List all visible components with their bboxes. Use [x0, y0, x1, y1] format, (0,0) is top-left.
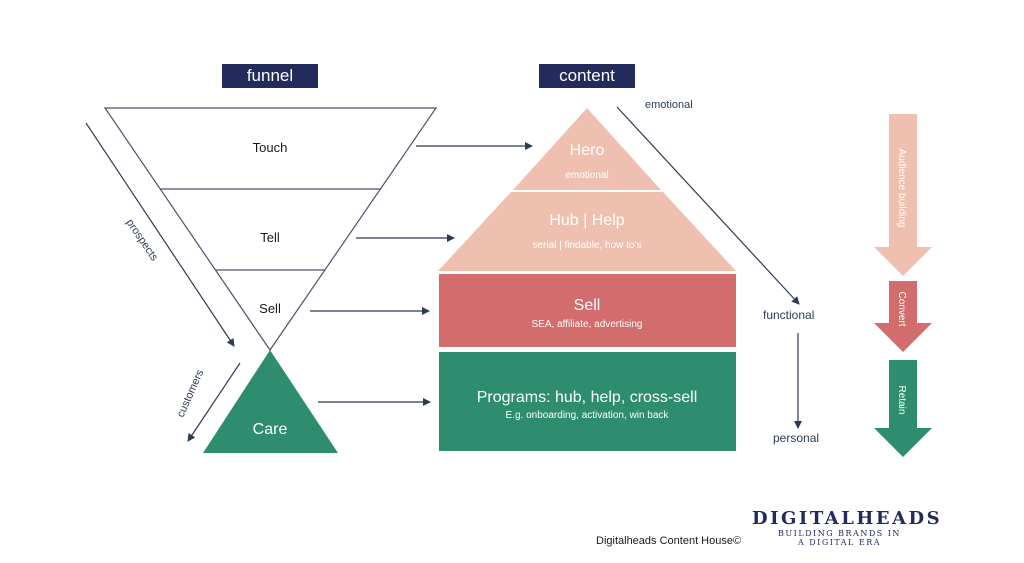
care-label: Care [253, 421, 288, 438]
brand-tagline-1: BUILDING BRANDS IN [778, 529, 901, 538]
hero-block [513, 108, 661, 190]
funnel-sell-label: Sell [259, 301, 281, 316]
funnel-header: funnel [222, 64, 318, 88]
customers-arrow [187, 362, 241, 442]
programs-subtitle: E.g. onboarding, activation, win back [506, 410, 670, 421]
retain-arrow [874, 360, 932, 457]
content-header: content [539, 64, 635, 88]
scale-personal-label: personal [773, 431, 819, 445]
hubhelp-block [438, 192, 736, 271]
brand-tagline-2: A DIGITAL ERA [797, 538, 882, 547]
hubhelp-title: Hub | Help [549, 212, 624, 229]
funnel-touch-label: Touch [253, 140, 288, 155]
hero-subtitle: emotional [565, 170, 608, 181]
audience-building-arrow [874, 114, 932, 276]
programs-block [439, 352, 736, 451]
scale-emotional-label: emotional [645, 99, 693, 111]
convert-arrow [874, 281, 932, 352]
programs-title: Programs: hub, help, cross-sell [477, 389, 698, 406]
sell-title: Sell [574, 297, 601, 314]
convert-label: Convert [896, 291, 907, 326]
customers-label: customers [175, 368, 207, 420]
care-triangle [203, 350, 338, 453]
emotional-to-functional-arrow [616, 106, 800, 305]
hubhelp-subtitle: serial | findable, how to’s [532, 240, 641, 251]
copyright-text: Digitalheads Content House© [596, 535, 741, 547]
brand-name: DIGITALHEADS [752, 508, 943, 529]
sell-subtitle: SEA, affiliate, advertising [532, 319, 643, 330]
scale-functional-label: functional [763, 308, 814, 322]
digitalheads-logo: DIGITALHEADS BUILDING BRANDS IN A DIGITA… [752, 508, 943, 547]
sell-block [439, 274, 736, 347]
funnel-shape [103, 107, 438, 352]
funnel-tell-label: Tell [260, 230, 280, 245]
prospects-label: prospects [124, 217, 161, 264]
hero-title: Hero [570, 142, 605, 159]
audience-building-label: Audience building [896, 149, 907, 228]
prospects-arrow [85, 122, 235, 347]
retain-label: Retain [896, 386, 907, 415]
